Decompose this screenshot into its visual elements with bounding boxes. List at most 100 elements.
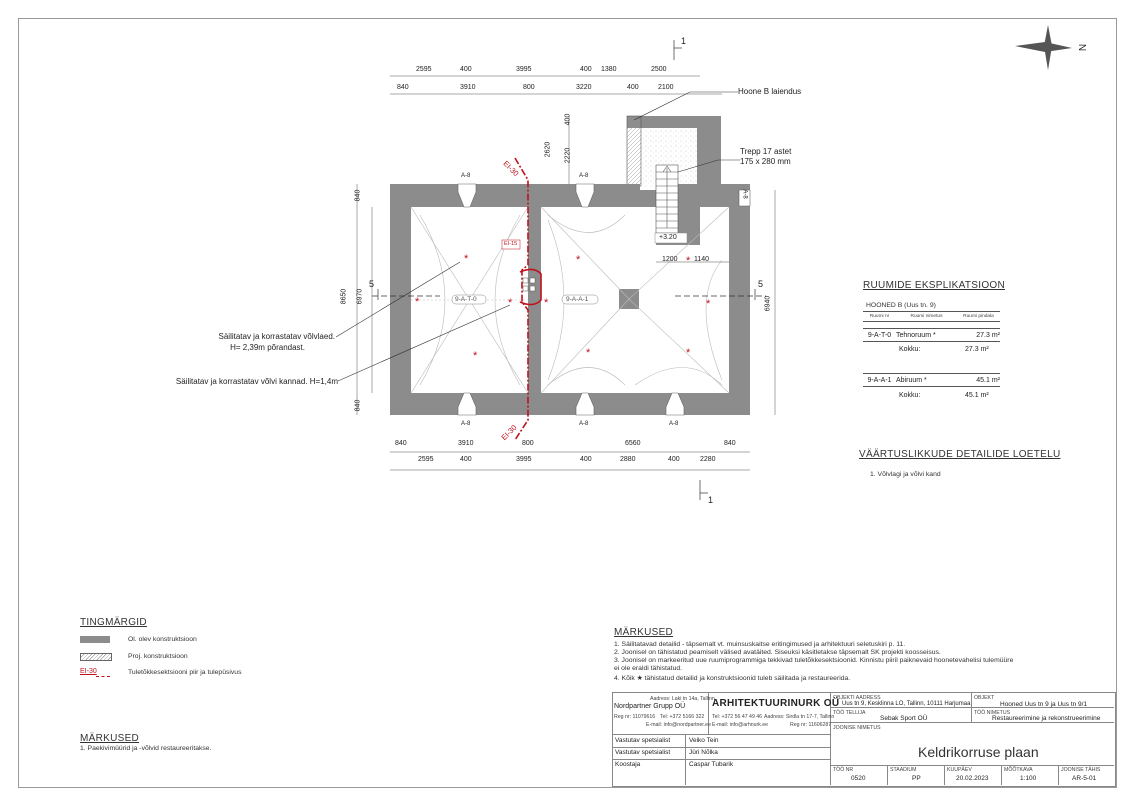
star-icon: * bbox=[706, 298, 711, 310]
company1-address: Aadress: Laki tn 14a, Tallinn bbox=[650, 696, 715, 702]
title-block bbox=[612, 692, 1116, 787]
legend-fire-line bbox=[96, 676, 110, 677]
axis-tag: A-8 bbox=[669, 421, 679, 427]
meta-label: TÖÖ NR bbox=[833, 767, 854, 773]
dimension-text: 3910 bbox=[460, 84, 476, 91]
axis-tag: A-8 bbox=[461, 421, 471, 427]
dimension-text: 400 bbox=[460, 456, 472, 463]
notes-title: MÄRKUSED bbox=[614, 627, 674, 638]
dimension-text: 3220 bbox=[576, 84, 592, 91]
room-tag: 9-A-T-0 bbox=[455, 296, 477, 303]
fire-door bbox=[522, 277, 536, 292]
company2-name: ARHITEKTUURINURK OÜ bbox=[712, 698, 840, 709]
dimension-text: 3995 bbox=[516, 456, 532, 463]
explication-row: 9-A-A-1 Abiruum * 45.1 m² bbox=[863, 373, 1000, 387]
meta-value: PP bbox=[912, 775, 921, 782]
person: Jüri Nõlka bbox=[689, 749, 718, 756]
room-area: 45.1 m² bbox=[976, 376, 1000, 384]
company2-tel: Tel: +372 56 47 49 46 bbox=[712, 714, 763, 720]
window-niches bbox=[457, 183, 751, 416]
dimension-text: 840 bbox=[354, 189, 362, 202]
role: Koostaja bbox=[615, 761, 641, 768]
callout-stair-size: 175 x 280 mm bbox=[740, 157, 791, 166]
section-number: 5 bbox=[369, 279, 375, 289]
object-label: OBJEKT bbox=[974, 695, 995, 701]
meta-value: 20.02.2023 bbox=[956, 775, 989, 782]
explication-table: Ruumi nr Ruumi nimetus Ruumi pindala bbox=[863, 311, 1000, 322]
meta-value: AR-5-01 bbox=[1072, 775, 1097, 782]
fire-rating-label: EI-15 bbox=[504, 241, 518, 247]
total-label: Kokku: bbox=[899, 346, 921, 353]
work-name: Restaureerimine ja rekonstrueerimine bbox=[992, 715, 1101, 722]
legend-fire-tag: EI-30 bbox=[80, 668, 97, 675]
dimension-text: 6940 bbox=[764, 295, 772, 312]
dimension-text: 1380 bbox=[601, 66, 617, 73]
total-value: 45.1 m² bbox=[965, 392, 989, 399]
header-name: Ruumi nimetus bbox=[910, 314, 943, 319]
north-arrow-icon bbox=[1015, 25, 1072, 70]
object-address: Uus tn 9, Kesklinna LO, Tallinn, 10111 H… bbox=[842, 701, 971, 707]
total-value: 27.3 m² bbox=[965, 346, 989, 353]
room-area: 27.3 m² bbox=[976, 331, 1000, 339]
star-icon: * bbox=[686, 347, 691, 359]
drawing-title: Keldrikorruse plaan bbox=[918, 744, 1039, 760]
star-icon: * bbox=[586, 347, 591, 359]
legend-title: TINGMÄRGID bbox=[80, 617, 147, 628]
star-icon: * bbox=[508, 297, 513, 309]
axis-tag: A-8 bbox=[579, 421, 589, 427]
dimension-text: 2500 bbox=[651, 66, 667, 73]
object-address-label: OBJEKTI AADRESS bbox=[833, 695, 881, 701]
meta-label: MÕÕTKAVA bbox=[1004, 767, 1033, 773]
role: Vastutav spetsialist bbox=[615, 737, 671, 744]
room-name: Abiruum * bbox=[896, 376, 927, 384]
explication-row: 9-A-T-0 Tehnoruum * 27.3 m² bbox=[863, 328, 1000, 342]
axis-tag: A-8 bbox=[461, 173, 471, 179]
total-label: Kokku: bbox=[899, 392, 921, 399]
dimension-text: 840 bbox=[724, 440, 736, 447]
dimension-text: 400 bbox=[668, 456, 680, 463]
section-number: 5 bbox=[758, 279, 764, 289]
star-icon: * bbox=[473, 350, 478, 362]
section-number: 1 bbox=[708, 495, 714, 505]
axis-tag: A-8 bbox=[579, 173, 589, 179]
details-title: VÄÄRTUSLIKKUDE DETAILIDE LOETELU bbox=[859, 449, 1061, 460]
client-label: TÖÖ TELLIJA bbox=[833, 710, 866, 716]
explication-title: RUUMIDE EKSPLIKATSIOON bbox=[863, 280, 1005, 291]
company2-email: E-mail: info@arhnurk.ee bbox=[712, 722, 769, 728]
notes-line: ei ole eraldi tähistatud. bbox=[614, 665, 683, 672]
meta-label: JOONISE TÄHIS bbox=[1061, 767, 1101, 773]
fire-compartment-line bbox=[514, 157, 542, 441]
fire-rating-label: EI-30 bbox=[499, 422, 519, 443]
dimension-text: 2595 bbox=[416, 66, 432, 73]
heritage-markers: * * * * * * * * * * bbox=[415, 253, 711, 362]
dimension-text: 2280 bbox=[700, 456, 716, 463]
meta-label: KUUPÄEV bbox=[947, 767, 972, 773]
details-item: 1. Võlvlagi ja võlvi kand bbox=[870, 471, 941, 478]
dimension-text: 3995 bbox=[516, 66, 532, 73]
axis-tag: A-8 bbox=[741, 189, 748, 199]
fire-rating-label: EI-30 bbox=[501, 158, 521, 179]
dimension-text: 400 bbox=[564, 113, 572, 126]
meta-value: 0520 bbox=[851, 775, 866, 782]
dimension-text: 840 bbox=[395, 440, 407, 447]
legend-label: Tuletõkkesektsiooni piir ja tulepüsivus bbox=[128, 669, 242, 676]
notes-line: 3. Joonisel on markeeritud uue ruumiprog… bbox=[614, 657, 1014, 664]
meta-value: 1:100 bbox=[1020, 775, 1037, 782]
dimension-text: 840 bbox=[354, 399, 362, 412]
dimension-text: 1140 bbox=[694, 256, 710, 263]
legend-swatch-existing bbox=[80, 636, 110, 643]
drawing-sheet bbox=[18, 18, 1117, 788]
dimension-text: 8650 bbox=[340, 288, 348, 305]
header-area: Ruumi pindala bbox=[963, 314, 994, 319]
dimension-text: 840 bbox=[397, 84, 409, 91]
star-icon: * bbox=[464, 253, 469, 265]
object-name: Hooned Uus tn 9 ja Uus tn 9/1 bbox=[1000, 701, 1088, 708]
north-label: N bbox=[1076, 43, 1088, 52]
extension-walls bbox=[626, 115, 721, 187]
work-label: TÖÖ NIMETUS bbox=[974, 710, 1011, 716]
notes-item: 1. Paekivimüürid ja -võlvid restaureerit… bbox=[80, 745, 212, 752]
explication-building: HOONED B (Uus tn. 9) bbox=[866, 302, 936, 309]
person: Veiko Tein bbox=[689, 737, 719, 744]
notes-line: 2. Joonisel on tähistatud peamiselt väli… bbox=[614, 649, 941, 656]
